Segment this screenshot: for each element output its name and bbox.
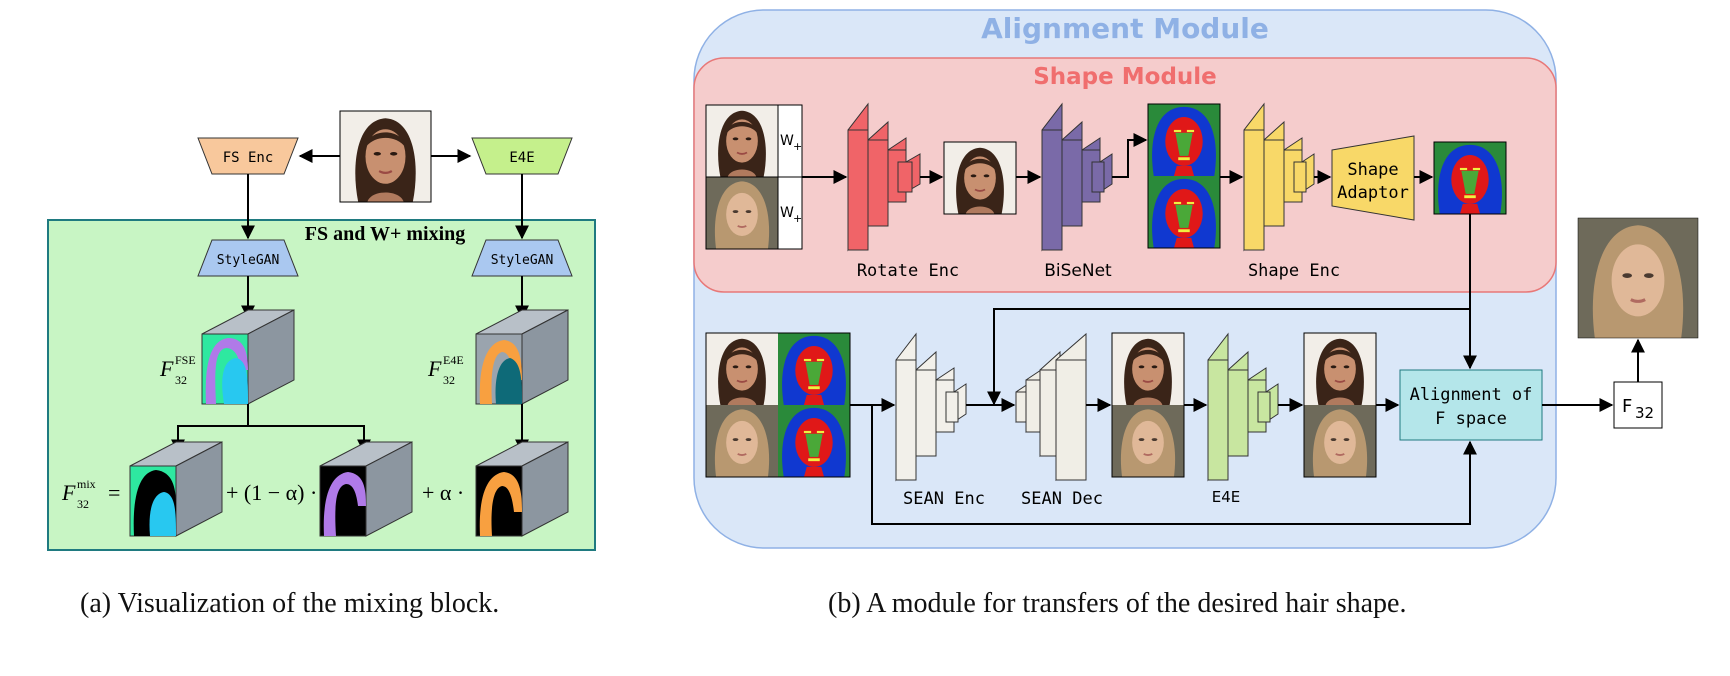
- f-mix-base: F: [61, 480, 76, 505]
- f-e4e-sup: E4E: [443, 353, 464, 367]
- mix-cube-right: [475, 441, 569, 537]
- result-face-image: [1577, 217, 1699, 339]
- stylegan-right-label: StyleGAN: [491, 253, 554, 268]
- f-fse-base: F: [159, 356, 174, 381]
- eq-equals: =: [108, 480, 120, 505]
- f32-base: F: [1622, 396, 1632, 417]
- label-f32-fse: F FSE 32: [159, 353, 196, 387]
- mix-equation: F mix 32 = + (1 − α) · + α ·: [61, 477, 464, 511]
- shape-adaptor-line2: Adaptor: [1337, 183, 1409, 203]
- sean-dec-label: SEAN Dec: [1021, 489, 1103, 509]
- shape-enc-label: Shape Enc: [1248, 261, 1340, 281]
- input-face-image: [339, 110, 432, 203]
- mix-cube-left: [129, 441, 223, 537]
- sean-dec-block: SEAN Dec: [1015, 332, 1103, 509]
- input-faces-wplus: W + W +: [705, 104, 803, 250]
- arrow-seg-to-sean-dec: [987, 308, 1470, 406]
- panel-b: Alignment Module Shape Module W + W +: [693, 9, 1699, 549]
- sean-enc-block: SEAN Enc: [895, 332, 985, 509]
- fse-feature-cube: [201, 309, 295, 405]
- wplus-top-sub: +: [793, 140, 802, 153]
- arrow-fse-to-mix-left: [171, 404, 249, 454]
- alignment-module-title: Alignment Module: [981, 12, 1269, 45]
- label-f32-e4e: F E4E 32: [427, 353, 464, 387]
- e4e-label: E4E: [1212, 488, 1241, 506]
- fs-enc-label: FS Enc: [223, 150, 274, 166]
- adapted-segmentation: [1433, 141, 1507, 215]
- f32-output-box: F 32: [1613, 381, 1663, 429]
- wplus-bottom-sub: +: [793, 212, 802, 225]
- mixing-title: FS and W+ mixing: [305, 223, 466, 245]
- sean-input-grid: [705, 332, 851, 478]
- sean-output-faces: [1111, 332, 1185, 478]
- shape-adaptor-line1: Shape: [1347, 160, 1398, 180]
- shape-module-container: [693, 57, 1557, 293]
- shape-adaptor-block: Shape Adaptor: [1331, 135, 1415, 221]
- f32-sub: 32: [1635, 404, 1654, 422]
- shape-enc-block: Shape Enc: [1243, 102, 1340, 281]
- rotate-enc-label: Rotate Enc: [857, 261, 959, 281]
- alignment-line2: F space: [1435, 409, 1507, 429]
- stylegan-right-block: StyleGAN: [471, 239, 573, 277]
- shape-module-title: Shape Module: [1033, 64, 1217, 90]
- alignment-f-space-block: Alignment of F space: [1399, 369, 1543, 441]
- segmentation-pair: [1147, 103, 1221, 249]
- bisenet-label: BiSeNet: [1044, 261, 1112, 281]
- e4e-feature-cube: [475, 309, 569, 405]
- eq-one-minus-alpha: + (1 − α) ·: [226, 480, 317, 505]
- f-mix-sup: mix: [77, 477, 96, 491]
- mix-cube-middle: [319, 441, 413, 537]
- wplus-top: W: [780, 133, 794, 149]
- caption-b: (b) A module for transfers of the desire…: [828, 588, 1407, 619]
- bisenet-block: BiSeNet: [1041, 102, 1113, 281]
- e4e-output-faces: [1303, 332, 1377, 478]
- f-fse-sup: FSE: [175, 353, 196, 367]
- f-e4e-base: F: [427, 356, 442, 381]
- caption-a: (a) Visualization of the mixing block.: [80, 588, 500, 619]
- rotated-face-image: [943, 141, 1017, 215]
- eq-plus-alpha: + α ·: [422, 480, 464, 505]
- alignment-line1: Alignment of: [1410, 385, 1533, 405]
- f-fse-sub: 32: [175, 373, 187, 387]
- arrow-bisenet-to-segs: [1112, 133, 1148, 178]
- sean-enc-label: SEAN Enc: [903, 489, 985, 509]
- fs-enc-block: FS Enc: [197, 137, 299, 175]
- f-mix-sub: 32: [77, 497, 89, 511]
- e4e-encoder-label: E4E: [509, 150, 534, 166]
- arrow-grid-to-alignment-bypass: [871, 405, 1477, 525]
- e4e-encoder-block: E4E: [471, 137, 573, 175]
- rotate-enc-block: Rotate Enc: [847, 102, 959, 281]
- panel-a: FS Enc E4E FS and W+ mixing StyleGAN Sty…: [47, 110, 596, 551]
- e4e-block: E4E: [1207, 332, 1279, 506]
- f-e4e-sub: 32: [443, 373, 455, 387]
- stylegan-left-block: StyleGAN: [197, 239, 299, 277]
- wplus-bottom: W: [780, 205, 794, 221]
- stylegan-left-label: StyleGAN: [217, 253, 280, 268]
